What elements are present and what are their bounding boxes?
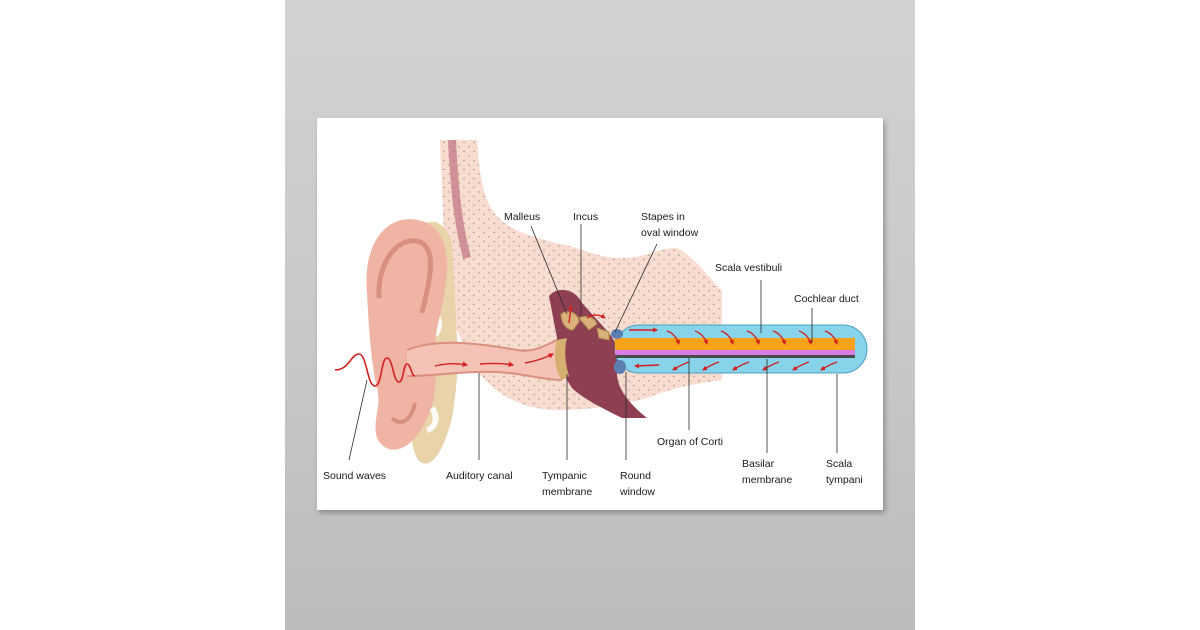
tympanic-membrane-shape <box>554 338 569 380</box>
label-scala-vestibuli: Scala vestibuli <box>715 262 782 274</box>
label-tympanic-line2: membrane <box>542 486 592 498</box>
label-stapes-line2: oval window <box>641 227 699 239</box>
sound-wave-line <box>334 353 416 387</box>
ear-anatomy-poster: Malleus Incus Stapes in oval window Scal… <box>317 118 883 510</box>
label-sound-waves: Sound waves <box>323 470 386 482</box>
label-malleus: Malleus <box>504 211 540 223</box>
label-scala-tympani-line2: tympani <box>826 474 863 486</box>
label-tympanic-line1: Tympanic <box>542 470 587 482</box>
label-organ-of-corti: Organ of Corti <box>657 436 723 448</box>
pinna <box>366 219 447 450</box>
auditory-canal <box>406 339 563 381</box>
label-cochlear-duct: Cochlear duct <box>794 293 859 305</box>
label-stapes-line1: Stapes in <box>641 211 685 223</box>
cochlea <box>611 324 868 374</box>
oval-window-shape <box>611 329 623 339</box>
label-auditory-canal: Auditory canal <box>446 470 513 482</box>
label-round-line1: Round <box>620 470 651 482</box>
propagation-arrows <box>434 305 839 371</box>
label-incus: Incus <box>573 211 598 223</box>
label-scala-tympani-line1: Scala <box>826 458 852 470</box>
ear-diagram: Malleus Incus Stapes in oval window Scal… <box>323 139 868 498</box>
label-round-line2: window <box>619 486 655 498</box>
label-basilar-line1: Basilar <box>742 458 775 470</box>
label-basilar-line2: membrane <box>742 474 792 486</box>
ossicles <box>560 311 610 341</box>
leader-lines <box>348 224 838 461</box>
round-window-shape <box>614 360 626 374</box>
